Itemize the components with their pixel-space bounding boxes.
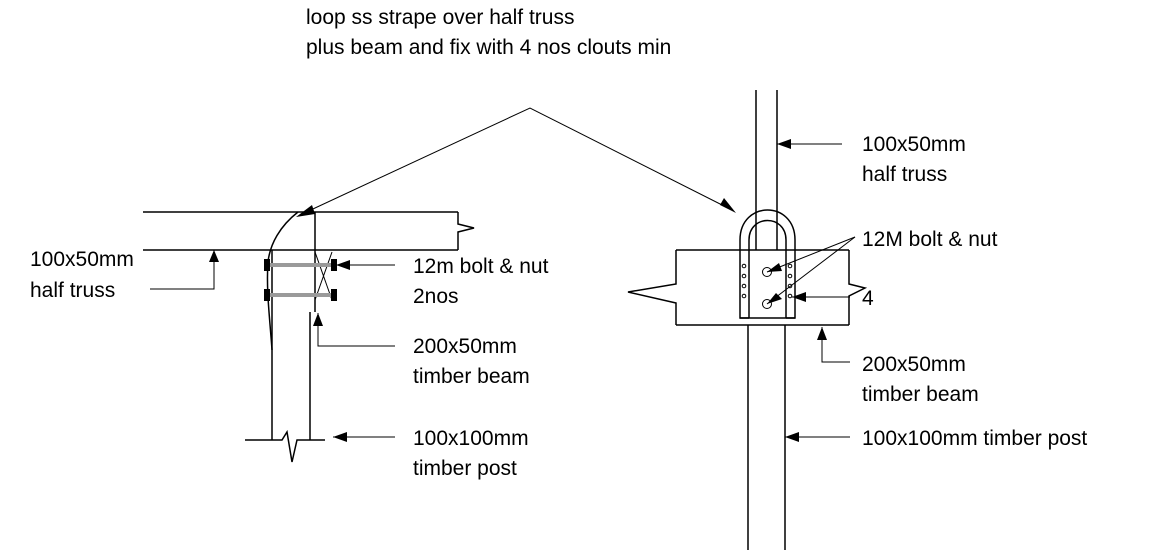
right-strap-inner bbox=[748, 219, 787, 318]
left-beam-leader bbox=[317, 313, 395, 347]
clout-right-4 bbox=[787, 293, 793, 299]
left-bolt-lower-nut-left bbox=[264, 289, 270, 301]
left-post-label-2: timber post bbox=[413, 457, 517, 480]
top-note-line2: plus beam and fix with 4 nos clouts min bbox=[306, 36, 671, 59]
clout-left-4 bbox=[741, 293, 747, 299]
left-truss-label-1: 100x50mm bbox=[30, 248, 134, 271]
right-beam-break-right bbox=[848, 250, 868, 325]
strap-leader-arrow-left bbox=[296, 205, 315, 217]
left-post-break-mark bbox=[245, 429, 325, 463]
right-truss-label-2: half truss bbox=[862, 163, 947, 186]
right-bolt-leader-lower-arrow bbox=[767, 293, 782, 304]
clout-count-label: 4 bbox=[862, 287, 874, 310]
right-post-label: 100x100mm timber post bbox=[862, 427, 1087, 450]
left-bolt-label-2: 2nos bbox=[413, 285, 459, 308]
left-post-leader-arrow bbox=[333, 432, 347, 442]
right-truss-label-1: 100x50mm bbox=[862, 133, 966, 156]
clout-right-2 bbox=[787, 273, 793, 279]
left-bolt-upper-nut-right bbox=[331, 259, 337, 271]
right-bolt-head-lower bbox=[762, 299, 772, 309]
clout-left-2 bbox=[741, 273, 747, 279]
clout-count-leader-arrow bbox=[792, 292, 806, 302]
left-truss-break-mark bbox=[457, 212, 475, 250]
clout-left-3 bbox=[741, 283, 747, 289]
clout-right-1 bbox=[787, 263, 793, 269]
right-strap-outer bbox=[739, 209, 796, 319]
right-beam-label-2: timber beam bbox=[862, 383, 979, 406]
strap-leader-arrow-right bbox=[720, 198, 736, 213]
left-bolt-label-1: 12m bolt & nut bbox=[413, 255, 549, 278]
left-truss-leader-arrow bbox=[209, 250, 219, 262]
right-bolt-label: 12M bolt & nut bbox=[862, 228, 998, 251]
right-truss-leader-arrow bbox=[777, 139, 791, 149]
right-beam-leader bbox=[821, 327, 850, 363]
clout-right-3 bbox=[787, 283, 793, 289]
left-beam-label-1: 200x50mm bbox=[413, 335, 517, 358]
right-bolt-leader-upper bbox=[766, 236, 856, 273]
left-beam-label-2: timber beam bbox=[413, 365, 530, 388]
left-beam-leader-arrow bbox=[313, 313, 323, 326]
right-beam-label-1: 200x50mm bbox=[862, 353, 966, 376]
left-truss-label-2: half truss bbox=[30, 279, 115, 302]
top-note-line1: loop ss strape over half truss bbox=[306, 6, 574, 29]
right-bolt-head-upper bbox=[762, 267, 772, 277]
left-bolt-upper-nut-left bbox=[264, 259, 270, 271]
right-bolt-leader-upper-arrow bbox=[767, 263, 782, 272]
right-beam-leader-arrow bbox=[817, 327, 827, 340]
left-truss-leader bbox=[150, 250, 215, 290]
strap-leader-lines bbox=[299, 107, 733, 216]
left-bolt-lower-nut-right bbox=[331, 289, 337, 301]
left-post-label-1: 100x100mm bbox=[413, 427, 529, 450]
left-beam-cross-b bbox=[314, 251, 333, 301]
left-bolt-leader-arrow bbox=[336, 260, 350, 270]
right-beam-break-left bbox=[627, 250, 677, 325]
right-post-leader-arrow bbox=[785, 432, 799, 442]
clout-left-1 bbox=[741, 263, 747, 269]
right-bolt-leader-lower bbox=[766, 236, 856, 305]
